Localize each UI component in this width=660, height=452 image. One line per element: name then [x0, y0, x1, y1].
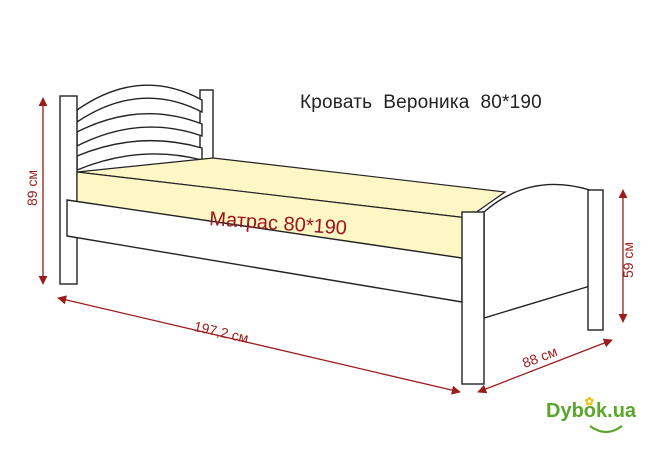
headboard-front-post: [59, 95, 78, 285]
logo-text-o: o: [583, 400, 597, 422]
dim-length-line: [57, 295, 461, 395]
smile-icon: [589, 425, 623, 434]
mattress: [76, 157, 507, 263]
dimension-lines: [38, 97, 628, 395]
flower-icon: ✿: [584, 396, 595, 408]
dybok-logo: Dybo✿k.ua: [546, 396, 637, 423]
footboard-panel: [483, 183, 591, 319]
dim-headboard-height-label: 89 см: [24, 169, 40, 207]
diagram-title: Кровать Вероника 80*190: [300, 92, 542, 113]
logo-text-end: k.ua: [596, 400, 637, 422]
footboard-back-post: [587, 189, 604, 331]
headboard-slats: [76, 84, 203, 172]
dim-footboard-height-label: 59 см: [620, 241, 636, 279]
footboard-front-post: [461, 211, 485, 385]
dim-width-line: [477, 338, 613, 394]
logo-text-start: Dyb: [546, 400, 584, 422]
